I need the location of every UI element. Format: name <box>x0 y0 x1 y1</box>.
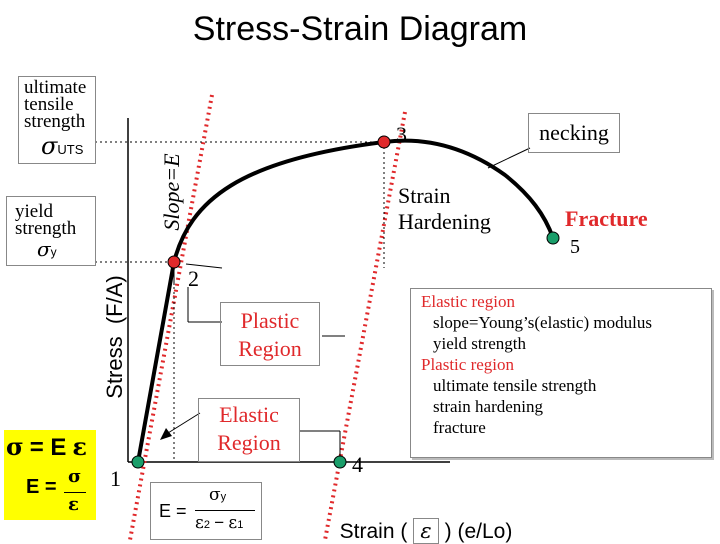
hooke-equation: σ = E ε <box>6 432 87 461</box>
slope-label: Slope=E <box>159 153 184 231</box>
point-1-label: 1 <box>110 466 121 491</box>
point-5-marker <box>546 231 560 245</box>
plastic-region-box: Plastic Region <box>220 302 320 366</box>
slope-formula-den: ε2 − ε1 <box>195 513 244 533</box>
slope-line-right <box>323 111 407 540</box>
point-4-label: 4 <box>352 452 363 477</box>
y-axis-label: Stress (F/A) <box>102 275 127 399</box>
hooke-formula: σ = E ε E = σ ε <box>4 430 96 520</box>
yield-label-box: yield strength σy <box>6 196 96 266</box>
legend-item: fracture <box>433 418 486 437</box>
legend-item: slope=Young’s(elastic) modulus <box>433 313 652 332</box>
slope-formula-box: E = σy ε2 − ε1 <box>150 482 262 540</box>
legend-heading-plastic: Plastic region <box>421 355 515 374</box>
strain-hardening-label: Strain Hardening <box>398 183 491 234</box>
legend-box: Elastic region slope=Young’s(elastic) mo… <box>410 288 712 458</box>
uts-title: ultimate tensile strength <box>24 77 87 132</box>
point-4-marker <box>333 455 347 469</box>
x-axis-label: Strain (ε) (e/Lo) <box>339 518 513 544</box>
legend-heading-elastic: Elastic region <box>421 292 515 311</box>
e-ratio-bar <box>64 492 86 493</box>
e-ratio-num: σ <box>68 466 82 487</box>
yield-symbol: σy <box>37 237 57 261</box>
point-3-marker <box>377 135 391 149</box>
fracture-number: 5 <box>570 236 580 258</box>
point-2-marker <box>167 255 181 269</box>
point-2-label: 2 <box>188 266 199 291</box>
point2-pointer <box>185 263 223 269</box>
legend-item: strain hardening <box>433 397 543 416</box>
necking-pointer <box>487 147 531 169</box>
stress-strain-curve <box>136 138 555 463</box>
slope-formula-num: σy <box>209 485 227 505</box>
e-ratio-lhs: E = <box>26 476 57 498</box>
elastic-pointer <box>167 412 201 434</box>
legend-item: ultimate tensile strength <box>433 376 597 395</box>
uts-symbol: σUTS <box>41 132 84 160</box>
point-3-label: 3 <box>396 122 407 147</box>
e-ratio-den: ε <box>68 494 79 515</box>
fracture-label: Fracture <box>565 206 648 231</box>
elastic-region-box: Elastic Region <box>198 398 300 462</box>
slope-formula-lhs: E = <box>159 501 187 521</box>
elastic-arrowhead <box>160 428 172 440</box>
slope-formula-bar <box>195 510 255 511</box>
uts-label-box: ultimate tensile strength σUTS <box>18 76 96 164</box>
necking-label: necking <box>528 113 620 153</box>
yield-title: yield strength <box>15 201 77 239</box>
page-title: Stress-Strain Diagram <box>192 10 528 48</box>
point-1-marker <box>131 455 145 469</box>
legend-item: yield strength <box>433 334 527 353</box>
